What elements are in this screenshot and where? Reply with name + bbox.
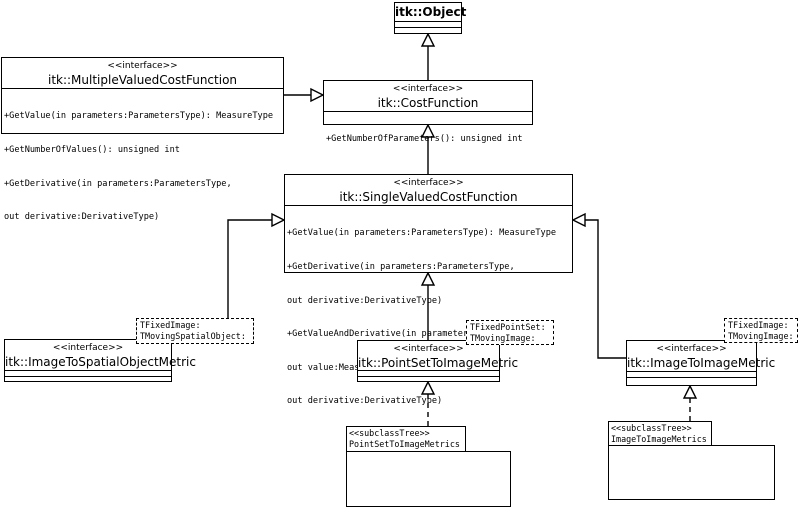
arrowhead-cost-bottom xyxy=(420,123,436,138)
operation: +GetNumberOfParameters(): unsigned int xyxy=(326,134,523,145)
arrowhead-single-right xyxy=(571,212,586,228)
class-name: itk::MultipleValuedCostFunction xyxy=(47,73,238,87)
class-object: itk::Object xyxy=(394,2,467,34)
operations: +GetValue(in parameters:ParametersType):… xyxy=(4,89,282,246)
divider xyxy=(285,205,572,206)
class-cost-function: <<interface>> itk::CostFunction +GetNumb… xyxy=(323,80,533,144)
stereotype: <<interface>> xyxy=(393,344,464,354)
operations: +GetValue(in parameters:ParametersType):… xyxy=(287,206,571,430)
operation: +GetDerivative(in parameters:ParametersT… xyxy=(287,262,515,273)
stereotype: <<interface>> xyxy=(392,84,464,94)
template-parameter: TMovingImage: xyxy=(470,333,536,343)
package-name: PointSetToImageMetrics xyxy=(349,439,460,449)
class-multiple-valued-cost-function: <<interface>> itk::MultipleValuedCostFun… xyxy=(1,57,284,222)
operation: out value:MeasureType, xyxy=(287,362,401,373)
operation: +GetDerivative(in parameters:ParametersT… xyxy=(4,178,232,189)
template-parameters: TFixedImage: TMovingImage: xyxy=(724,318,798,343)
arrowhead-pointset-bottom xyxy=(420,380,436,395)
operation: +GetValue(in parameters:ParametersType):… xyxy=(4,111,274,122)
operation: +GetNumberOfValues(): unsigned int xyxy=(4,145,180,156)
operation: out derivative:DerivativeType) xyxy=(4,212,160,223)
operations: +GetNumberOfParameters(): unsigned int xyxy=(326,112,531,168)
divider xyxy=(5,370,171,371)
arrowhead-object xyxy=(420,32,436,47)
template-parameter: TMovingSpatialObject: xyxy=(140,331,246,341)
divider xyxy=(627,377,756,378)
package-stereotype: <<subclassTree>> xyxy=(611,423,692,433)
template-parameter: TFixedImage: xyxy=(728,320,789,330)
divider xyxy=(627,371,756,372)
operation: +GetValue(in parameters:ParametersType):… xyxy=(287,228,557,239)
divider xyxy=(2,88,283,89)
class-object-name: itk::Object xyxy=(395,5,467,19)
divider xyxy=(358,370,499,371)
divider xyxy=(5,376,171,377)
package-point-set-to-image-metrics: <<subclassTree>> PointSetToImageMetrics xyxy=(346,426,466,452)
stereotype: <<interface>> xyxy=(656,344,727,354)
package-name: ImageToImageMetrics xyxy=(611,434,707,444)
package-image-to-image-metrics: <<subclassTree>> ImageToImageMetrics xyxy=(608,421,712,446)
arrowhead-single-left xyxy=(271,212,286,228)
template-parameters: TFixedImage: TMovingSpatialObject: xyxy=(136,318,254,344)
operation: out derivative:DerivativeType) xyxy=(287,295,443,306)
package-point-set-to-image-metrics-body xyxy=(346,451,511,507)
template-parameter: TFixedPointSet: xyxy=(470,322,546,332)
class-single-valued-cost-function: <<interface>> itk::SingleValuedCostFunct… xyxy=(284,174,573,406)
class-image-to-spatial-object-metric: <<interface>> itk::ImageToSpatialObjectM… xyxy=(4,339,196,382)
template-parameters: TFixedPointSet: TMovingImage: xyxy=(466,320,554,345)
stereotype: <<interface>> xyxy=(107,61,178,71)
arrowhead-single-bottom xyxy=(420,271,436,286)
class-image-to-image-metric: <<interface>> itk::ImageToImageMetric xyxy=(626,340,776,386)
divider xyxy=(395,27,461,28)
arrowhead-image-bottom xyxy=(682,384,698,399)
divider xyxy=(358,376,499,377)
arrowhead-cost-left xyxy=(310,87,325,103)
divider xyxy=(324,111,532,112)
generalization-spatial-to-single xyxy=(227,219,272,339)
template-parameter: TMovingImage: xyxy=(728,331,794,341)
class-name: itk::ImageToSpatialObjectMetric xyxy=(5,355,196,369)
class-name: itk::CostFunction xyxy=(377,96,479,110)
class-name: itk::ImageToImageMetric xyxy=(627,356,776,370)
stereotype: <<interface>> xyxy=(393,178,464,188)
package-stereotype: <<subclassTree>> xyxy=(349,428,430,438)
template-parameter: TFixedImage: xyxy=(140,320,201,330)
class-name: itk::SingleValuedCostFunction xyxy=(339,190,518,204)
package-image-to-image-metrics-body xyxy=(608,445,775,500)
generalization-image-to-single xyxy=(585,219,626,359)
stereotype: <<interface>> xyxy=(52,343,124,353)
class-point-set-to-image-metric: <<interface>> itk::PointSetToImageMetric xyxy=(357,340,519,382)
class-name: itk::PointSetToImageMetric xyxy=(358,356,519,370)
operation: out derivative:DerivativeType) xyxy=(287,396,443,407)
divider xyxy=(395,21,461,22)
